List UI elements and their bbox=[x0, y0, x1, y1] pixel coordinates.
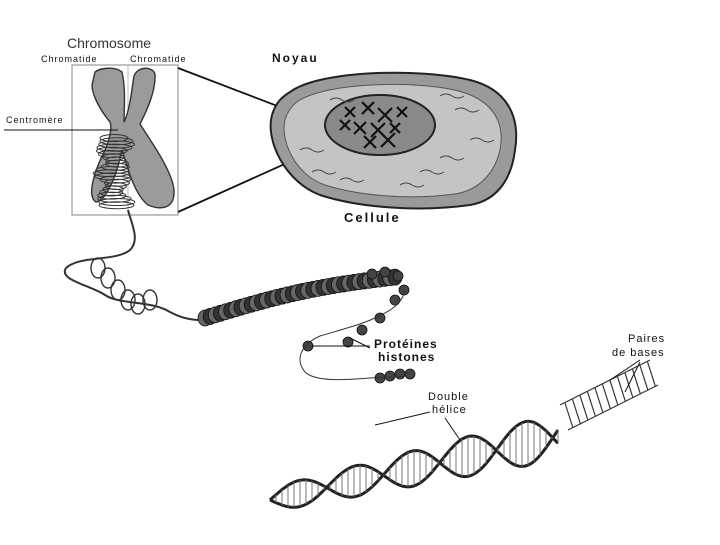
nucleus-chromosome-stroke bbox=[353, 121, 367, 135]
nucleus-chromosome-stroke bbox=[339, 119, 351, 131]
organelle bbox=[339, 177, 365, 183]
nucleus-label: Noyau bbox=[272, 51, 319, 65]
base-pair-ladder bbox=[559, 359, 659, 431]
nucleus-chromosome-stroke bbox=[361, 101, 375, 115]
base-pair-rung bbox=[616, 376, 627, 402]
coil-loop bbox=[95, 146, 128, 155]
coil-loop bbox=[98, 201, 135, 210]
coil-loop bbox=[97, 194, 132, 203]
organelle bbox=[419, 169, 445, 175]
chromosome-label: Chromosome bbox=[67, 35, 152, 51]
chromatin-loop bbox=[130, 293, 146, 315]
nucleosome-bead bbox=[356, 324, 368, 336]
chromatid-right-label: Chromatide bbox=[130, 54, 187, 64]
nucleus bbox=[324, 94, 436, 156]
base-pair-rung bbox=[639, 365, 649, 391]
nucleosome-bead bbox=[384, 370, 396, 382]
base-pairs-pointer-2 bbox=[624, 361, 641, 393]
nucleus-chromosomes bbox=[339, 101, 408, 149]
base-pairs-label-line1: Paires bbox=[628, 333, 666, 345]
nucleosome-bead bbox=[404, 368, 416, 380]
coiled-chromatin bbox=[92, 134, 136, 210]
nucleus-chromosome-stroke bbox=[370, 122, 386, 138]
organelle bbox=[399, 182, 425, 188]
chromatin-loop bbox=[90, 257, 106, 279]
coil-loop bbox=[99, 137, 134, 146]
base-pair-rung bbox=[609, 380, 619, 406]
nucleosome-bead bbox=[366, 268, 378, 280]
chromatin-loop bbox=[120, 289, 136, 311]
base-pairs-label-line2: de bases bbox=[612, 347, 665, 359]
base-pair-rung bbox=[646, 361, 657, 387]
nucleus-chromosome-stroke bbox=[389, 122, 401, 134]
base-pairs-pointer-1 bbox=[609, 359, 641, 381]
coil-loop bbox=[99, 134, 129, 142]
chromatin-fiber bbox=[63, 209, 216, 321]
base-pair-rung bbox=[571, 399, 582, 425]
nucleus-chromosome-stroke bbox=[377, 107, 393, 123]
organelle bbox=[299, 147, 325, 153]
double-helix-pointer-2 bbox=[444, 417, 461, 441]
base-pair-rung bbox=[564, 402, 574, 429]
histone-label-line2: histones bbox=[378, 350, 436, 364]
nucleosome-bead bbox=[302, 340, 314, 352]
base-pair-rung bbox=[586, 391, 597, 417]
organelle bbox=[439, 93, 465, 99]
centromere-label: Centromère bbox=[6, 115, 64, 125]
base-pair-rung bbox=[601, 384, 612, 410]
beads-string bbox=[299, 289, 406, 381]
nucleosome-bead bbox=[342, 336, 354, 348]
chromatid-left-label: Chromatide bbox=[41, 54, 98, 64]
chromatin-loop bbox=[110, 279, 126, 301]
base-pair-rung bbox=[624, 372, 634, 399]
chromatin-loop bbox=[100, 267, 116, 289]
coil-loop bbox=[100, 162, 130, 171]
histone-label-line1: Protéines bbox=[374, 337, 438, 351]
double-helix-label-line2: hélice bbox=[432, 404, 467, 416]
coil-loop bbox=[95, 166, 130, 174]
histone-pointer-2 bbox=[349, 337, 371, 349]
base-pair-rung bbox=[594, 387, 604, 414]
organelle bbox=[439, 155, 465, 161]
coil-loop bbox=[98, 198, 136, 206]
coil-loop bbox=[99, 175, 132, 184]
ladder-rail-bottom bbox=[567, 384, 659, 431]
chromatin-loop bbox=[142, 289, 158, 311]
organelle bbox=[454, 107, 480, 113]
chromatin-loops bbox=[90, 257, 158, 315]
double-helix-label-line1: Double bbox=[428, 391, 469, 403]
organelle bbox=[469, 137, 495, 143]
nucleus-chromosome-stroke bbox=[380, 132, 396, 148]
double-helix bbox=[268, 419, 560, 509]
nucleus-chromosome-stroke bbox=[363, 135, 377, 149]
base-pair-rung bbox=[579, 395, 589, 421]
organelle bbox=[329, 97, 355, 103]
nucleosome-bead bbox=[374, 312, 386, 324]
base-pair-rung bbox=[631, 369, 642, 395]
cell-organelles bbox=[299, 93, 495, 188]
coil-loop bbox=[105, 156, 127, 165]
cell-label: Cellule bbox=[344, 210, 401, 225]
nucleosome-bead bbox=[392, 270, 404, 282]
organelle bbox=[311, 169, 337, 175]
coil-loop bbox=[102, 185, 124, 194]
nucleus-chromosome-stroke bbox=[344, 106, 356, 118]
nucleosome-bead bbox=[379, 266, 391, 278]
nucleosome-bead bbox=[389, 294, 401, 306]
coil-loop bbox=[99, 188, 124, 197]
nucleus-chromosome-stroke bbox=[396, 106, 408, 118]
double-helix-pointer-1 bbox=[374, 411, 431, 426]
ladder-rail-top bbox=[559, 359, 651, 406]
